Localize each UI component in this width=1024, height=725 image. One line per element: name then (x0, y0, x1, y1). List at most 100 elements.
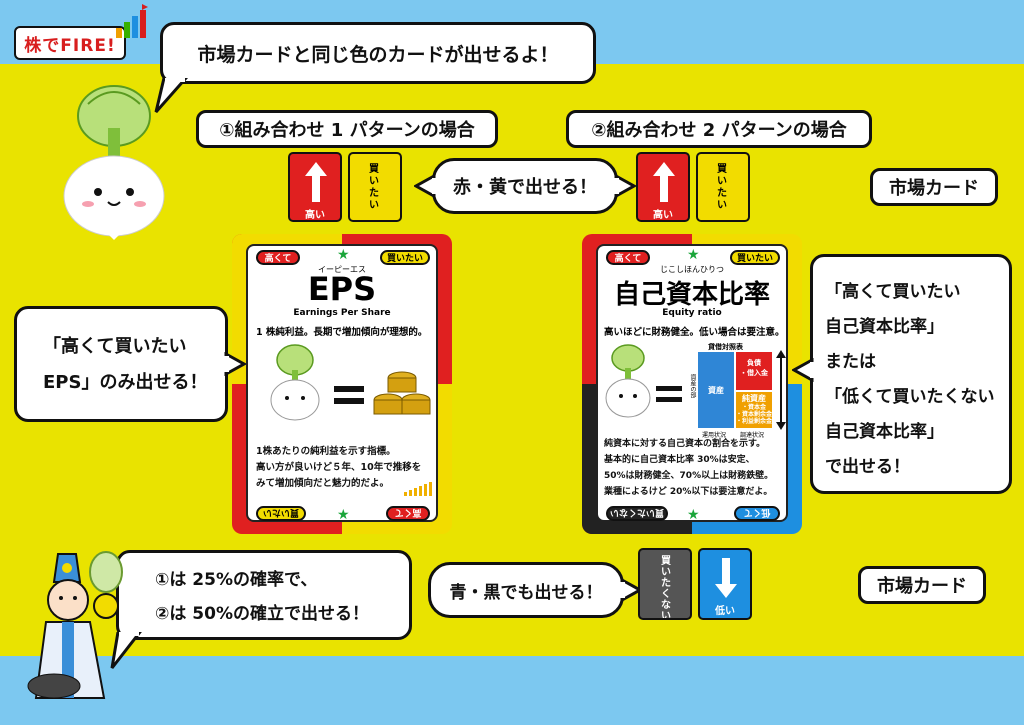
speech-bubble-left: 「高くて買いたい EPS」のみ出せる！ (14, 306, 228, 422)
mini-card-black-no-buy[interactable]: 買いたくない (638, 548, 692, 620)
speech-right-line6: で出せる！ (825, 457, 910, 477)
speech-bottom-left-line1: ①は 25%の確率で、 (155, 570, 318, 590)
pattern2-label: ②組み合わせ 2 パターンの場合 (566, 110, 872, 148)
eps-ruby: イーピーエス (318, 265, 366, 274)
speech-bottom-center-text: 青・黒でも出せる！ (449, 582, 603, 603)
equity-subtitle: Equity ratio (662, 308, 722, 318)
speech-left-line2: EPS」のみ出せる！ (43, 372, 208, 393)
pattern1-text: ①組み合わせ 1 パターンの場合 (219, 120, 475, 141)
asset-label: 資産 (708, 385, 724, 395)
debt-sub-label: ・借入金 (740, 369, 768, 377)
pattern1-label: ①組み合わせ 1 パターンの場合 (196, 110, 498, 148)
coins-icon (373, 371, 431, 415)
tag-high-flipped: 高くて (386, 506, 430, 521)
tag-low-flipped: 低くて (734, 506, 780, 521)
star-icon: ★ (337, 247, 350, 263)
bubble-tail-bottom-left (110, 632, 142, 669)
eps-subtitle: Earnings Per Share (293, 308, 391, 318)
eps-title: EPS (307, 270, 377, 308)
speech-bubble-bottom-center: 青・黒でも出せる！ (428, 562, 624, 618)
speech-left-line1: 「高くて買いたい (43, 336, 187, 357)
market-card-label-top: 市場カード (870, 168, 998, 206)
debt-block: 負債 ・借入金 (736, 352, 772, 390)
equity-ratio-card[interactable]: 高くて 買いたい ★ じこしほんひりつ 自己資本比率 Equity ratio … (582, 234, 802, 534)
bubble-tail-top (154, 78, 189, 113)
mini-card-red-high[interactable]: 高い (288, 152, 342, 222)
pattern2-text: ②組み合わせ 2 パターンの場合 (591, 120, 847, 141)
bubble-tail-bottom-center (620, 578, 642, 602)
turnip-mascot-icon (63, 85, 165, 240)
equity-body-line4: 業種によるけど 20%以下は要注意だよ。 (604, 487, 773, 497)
double-arrow-icon (776, 350, 786, 430)
speech-right-line5: 自己資本比率」 (825, 422, 944, 442)
mini-card-yellow-buy-2[interactable]: 買いたい (696, 152, 750, 222)
star-icon: ★ (687, 507, 700, 523)
growth-bars-icon (404, 482, 432, 496)
market-top-text: 市場カード (889, 178, 979, 199)
sheet-title: 貸借対照表 (708, 343, 743, 351)
tag-buy-flipped: 買いたい (256, 506, 306, 521)
tag-buy: 買いたい (380, 250, 430, 265)
speech-bubble-bottom-left: ①は 25%の確率で、 ②は 50%の確立で出せる！ (116, 550, 412, 640)
eps-body-line2: 高い方が良いけど５年、10年で推移を (256, 462, 422, 473)
bubble-tail-center-right (614, 174, 636, 198)
mini-high-label: 高い (305, 210, 325, 221)
speech-right-line3: または (825, 352, 876, 372)
mini-high-label: 高い (653, 210, 673, 221)
equity-body-line1: 純資本に対する自己資本の割合を示す。 (604, 439, 766, 449)
star-icon: ★ (687, 247, 700, 263)
equity-card-face: 高くて 買いたい ★ じこしほんひりつ 自己資本比率 Equity ratio … (596, 244, 788, 522)
logo: 株でFIRE! (14, 26, 126, 60)
mini-no-buy-label: 買いたくない (661, 556, 671, 620)
sheet-bottom-right: 調達状況 (740, 432, 765, 439)
equity-desc: 高いほどに財務健全。低い場合は要注意。 (604, 327, 785, 338)
bubble-tail-right (792, 358, 814, 382)
debt-label: 負債 (747, 359, 761, 367)
tag-high: 高くて (606, 250, 650, 265)
asset-block: 資産 (698, 352, 734, 428)
eps-card[interactable]: 高くて 買いたい ★ イーピーエス EPS Earnings Per Share… (232, 234, 452, 534)
equity-ruby: じこしほんひりつ (659, 265, 725, 274)
eps-body: 1株あたりの純利益を示す指標。 高い方が良いけど５年、10年で推移を みて増加傾… (256, 444, 438, 492)
bubble-tail-left (224, 352, 246, 376)
market-card-label-bottom: 市場カード (858, 566, 986, 604)
turnip-icon (605, 344, 651, 418)
sheet-bottom-left: 運用状況 (702, 432, 727, 439)
equals-icon (656, 386, 682, 402)
mini-card-red-high-2[interactable]: 高い (636, 152, 690, 222)
tag-no-buy-flipped: 買いたくない (606, 506, 668, 521)
mini-buy-label: 買いたい (369, 164, 379, 211)
equity-body-line2: 基本的に自己資本比率 30%は安定、 (604, 455, 755, 465)
arrow-up-icon (653, 162, 675, 202)
bottom-band (0, 656, 1024, 725)
wizard-mascot-icon (27, 551, 123, 699)
turnip-icon (270, 344, 320, 421)
mini-buy-label: 買いたい (717, 164, 727, 211)
sheet-left-caption: 資産の部 (689, 374, 696, 398)
speech-top-text: 市場カードと同じ色のカードが出せるよ！ (197, 43, 559, 66)
equity-body: 純資本に対する自己資本の割合を示す。 基本的に自己資本比率 30%は安定、 50… (604, 436, 788, 500)
eps-body-line3: みて増加傾向だと魅力的だよ。 (256, 478, 390, 489)
logo-text: 株でFIRE! (24, 35, 116, 56)
eps-body-line1: 1株あたりの純利益を示す指標。 (256, 446, 396, 457)
tag-high: 高くて (256, 250, 300, 265)
mini-low-label: 低い (715, 606, 735, 617)
speech-bubble-right: 「高くて買いたい 自己資本比率」 または 「低くて買いたくない 自己資本比率」 … (810, 254, 1012, 494)
equity-block: 純資産 ・資本金 ・資本剰余金 ・利益剰余金 (736, 392, 772, 428)
speech-right-line1: 「高くて買いたい (825, 282, 961, 302)
speech-right-line2: 自己資本比率」 (825, 317, 944, 337)
mini-card-blue-low[interactable]: 低い (698, 548, 752, 620)
speech-bottom-left-line2: ②は 50%の確立で出せる！ (155, 604, 370, 624)
equity-sub-3: ・利益剰余金 (736, 418, 773, 425)
star-icon: ★ (337, 507, 350, 523)
speech-bubble-top: 市場カードと同じ色のカードが出せるよ！ (160, 22, 596, 84)
speech-right-line4: 「低くて買いたくない (825, 387, 995, 407)
equals-icon (334, 386, 364, 404)
arrow-down-icon (715, 558, 737, 598)
bubble-tail-center-left (414, 174, 436, 198)
speech-bubble-center: 赤・黄で出せる！ (432, 158, 618, 214)
mini-card-yellow-buy[interactable]: 買いたい (348, 152, 402, 222)
equity-sub-2: ・資本剰余金 (736, 411, 773, 418)
equity-body-line3: 50%は財務健全、70%以上は財務鉄壁。 (604, 471, 774, 481)
eps-card-face: 高くて 買いたい ★ イーピーエス EPS Earnings Per Share… (246, 244, 438, 522)
